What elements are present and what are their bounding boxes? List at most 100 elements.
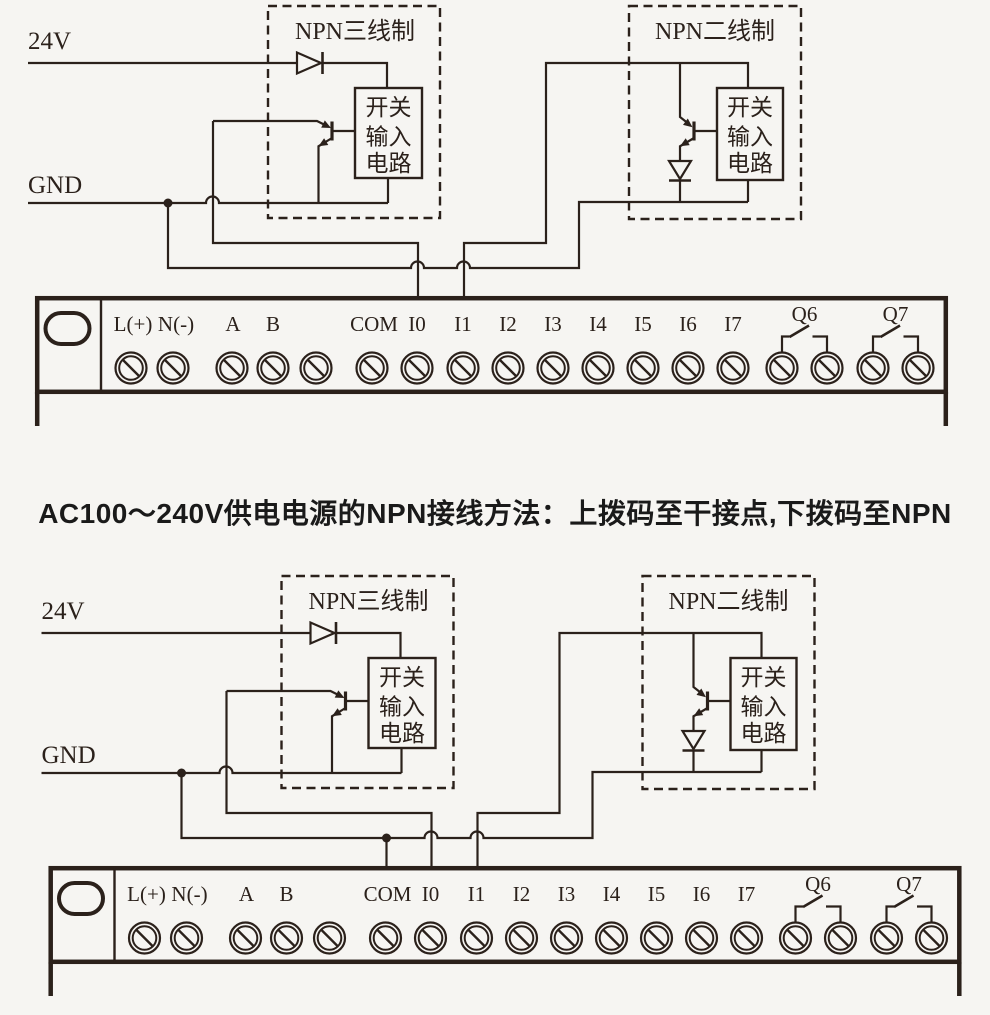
- relay-right-bracket: [903, 335, 920, 353]
- relay-left-bracket: [794, 905, 803, 923]
- terminal-label: L(+): [127, 882, 166, 906]
- rail-gnd-label: GND: [28, 172, 82, 199]
- arrowhead-sensor2-collector: [696, 688, 706, 698]
- screw-terminal-icon: [169, 921, 204, 955]
- two-wire-diode-icon: [667, 159, 693, 182]
- relay-switch-icon: Q7: [885, 872, 933, 923]
- screw-terminal-icon: [299, 351, 333, 385]
- screw-terminal-icon: [901, 351, 935, 385]
- arrowhead-sensor1-emitter: [332, 708, 342, 717]
- switch-input-circuit-text: 开关: [727, 95, 773, 120]
- screw-terminal-icon: [400, 351, 434, 385]
- terminal-label: I6: [693, 882, 711, 906]
- arrowhead-sensor1-emitter: [318, 138, 329, 147]
- screw-terminal-icon: [810, 351, 844, 385]
- rail-24v-label: 24V: [42, 598, 85, 625]
- wire-sensor1-output-to-i0: [225, 691, 433, 866]
- switch-input-circuit-box-1: [353, 86, 424, 180]
- terminal-label: I5: [634, 312, 652, 336]
- gnd-junction-dot: [163, 198, 173, 208]
- terminal-label: I6: [679, 312, 697, 336]
- screw-terminal-icon: [729, 921, 764, 955]
- wire-sensor1-collector: [213, 119, 325, 126]
- terminal-label: I7: [724, 312, 742, 336]
- relay-label: Q6: [792, 302, 818, 326]
- terminal-label: A: [239, 882, 255, 906]
- screw-terminal-icon: [256, 351, 290, 385]
- wire-24v-to-sensor1-top: [322, 61, 389, 88]
- screw-terminal-icon: [869, 921, 904, 955]
- terminal-label: N(-): [158, 312, 194, 336]
- relay-blade: [893, 894, 915, 909]
- switch-input-circuit-text: 电路: [727, 151, 773, 176]
- arrowhead-sensor1-collector: [334, 690, 345, 698]
- screw-terminal-icon: [536, 351, 570, 385]
- terminal-label: I0: [408, 312, 426, 336]
- oval-indicator: [43, 311, 92, 346]
- arrowhead-sensor2-emitter: [693, 708, 704, 717]
- terminal-label: I5: [648, 882, 666, 906]
- terminal-label: A: [225, 312, 241, 336]
- relay-left-bracket: [885, 905, 894, 923]
- two-wire-enclosure-label: NPN二线制: [655, 18, 775, 45]
- two-wire-diode-icon: [680, 729, 707, 752]
- wire-gnd-to-sensor2: [166, 200, 748, 270]
- series-diode-icon: [295, 50, 324, 76]
- wire-sensor1-emitter: [317, 137, 333, 203]
- figure-caption: AC100～240V供电电源的NPN接线方法：上拨码至干接点,下拨码至NPN: [38, 498, 952, 529]
- series-diode-icon: [309, 620, 338, 646]
- wire-gnd-to-sensor2: [180, 770, 762, 840]
- relay-blade: [879, 324, 901, 339]
- screw-terminal-icon: [823, 921, 858, 955]
- relay-left-bracket: [871, 335, 881, 353]
- terminal-label: I4: [603, 882, 621, 906]
- switch-input-circuit-text: 输入: [366, 125, 412, 150]
- screw-terminal-icon: [114, 351, 148, 385]
- screw-terminal-icon: [594, 921, 629, 955]
- terminal-label: N(-): [171, 882, 207, 906]
- screw-terminal-icon: [459, 921, 494, 955]
- wire-sensor1-collector: [226, 689, 338, 696]
- switch-input-circuit-text: 输入: [379, 695, 425, 720]
- screw-terminal-icon: [856, 351, 890, 385]
- switch-input-circuit-text: 输入: [727, 125, 773, 150]
- relay-left-bracket: [780, 335, 790, 353]
- relay-switch-icon: Q6: [780, 302, 829, 353]
- screw-terminal-icon: [504, 921, 539, 955]
- switch-input-circuit-box-1: [367, 656, 437, 750]
- rail-24v-label: 24V: [28, 28, 71, 55]
- screw-terminal-icon: [127, 921, 162, 955]
- arrowhead-sensor2-collector: [683, 118, 693, 128]
- terminal-label: I0: [422, 882, 440, 906]
- wire-i1-to-sensor2-top: [462, 61, 750, 296]
- switch-input-circuit-text: 电路: [741, 721, 787, 746]
- three-wire-enclosure-label: NPN三线制: [308, 588, 428, 615]
- npn-three-wire-enclosure: [266, 4, 442, 220]
- gnd-junction-dot: [177, 768, 186, 778]
- switch-input-circuit-text: 电路: [366, 151, 412, 176]
- screw-terminal-icon: [215, 351, 249, 385]
- relay-label: Q7: [896, 872, 922, 896]
- switch-input-circuit-text: 开关: [366, 95, 412, 120]
- screw-terminal-icon: [368, 921, 403, 955]
- switch-input-circuit-box-2: [729, 656, 798, 752]
- wire-sensor2-collector: [678, 63, 688, 124]
- wire-24v-to-sensor1-top: [336, 631, 402, 658]
- wire-i1-to-sensor2-top: [476, 631, 763, 866]
- arrowhead-sensor2-emitter: [680, 138, 690, 147]
- npn-two-wire-enclosure: [641, 574, 816, 791]
- relay-blade: [802, 894, 824, 909]
- screw-terminal-icon: [626, 351, 660, 385]
- terminal-label: I3: [558, 882, 576, 906]
- oval-indicator: [57, 881, 105, 916]
- relay-blade: [788, 324, 810, 339]
- wire-sensor1-emitter: [330, 707, 347, 773]
- relay-right-bracket: [826, 905, 842, 923]
- terminal-label: L(+): [114, 312, 153, 336]
- switch-input-circuit-box-2: [715, 86, 785, 182]
- relay-switch-icon: Q7: [871, 302, 920, 353]
